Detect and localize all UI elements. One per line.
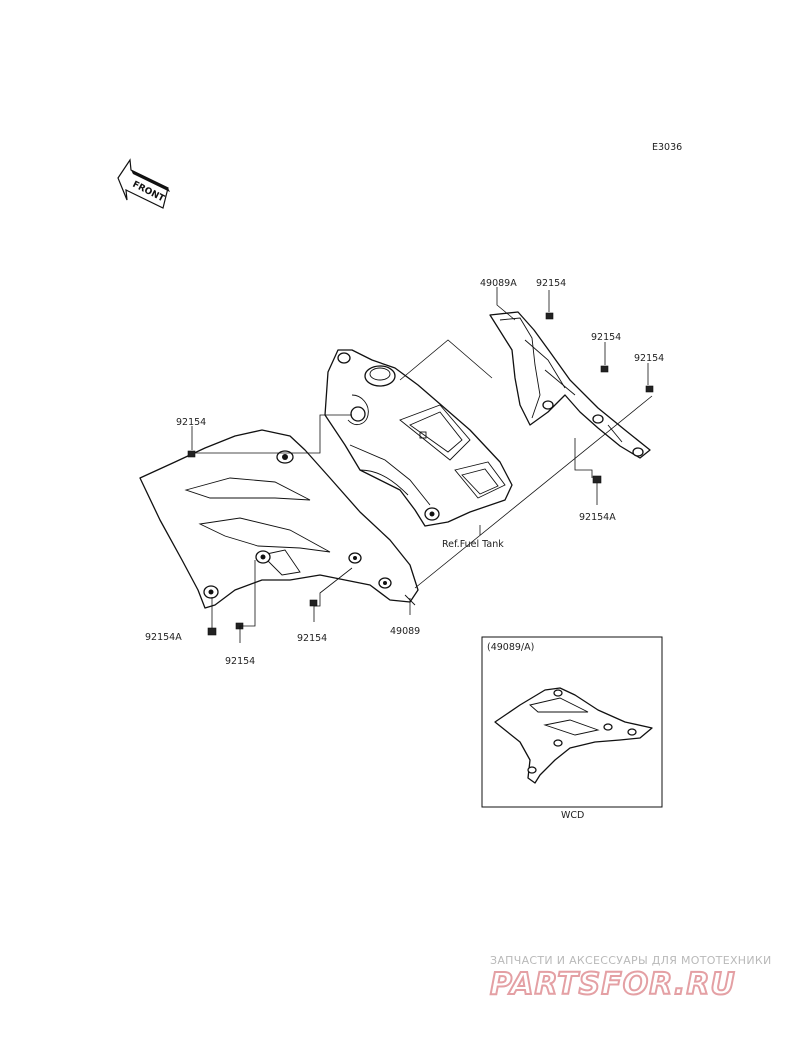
front-arrow-icon: FRONT xyxy=(117,158,170,209)
label-92154-right-mid: 92154 xyxy=(591,332,621,343)
label-92154-bottom-left: 92154 xyxy=(225,656,255,667)
diagram-code: E3036 xyxy=(652,142,682,153)
label-49089A: 49089A xyxy=(480,278,517,289)
label-92154-left: 92154 xyxy=(176,417,206,428)
bolt-92154-left xyxy=(187,450,196,458)
fuel-tank xyxy=(324,349,513,527)
inset-shroud xyxy=(494,687,653,784)
label-ref-fuel-tank: Ref.Fuel Tank xyxy=(442,539,504,550)
label-92154A-left: 92154A xyxy=(145,632,182,643)
bolt-92154-right xyxy=(645,385,654,393)
label-49089: 49089 xyxy=(390,626,420,637)
watermark: ЗАПЧАСТИ И АКСЕССУАРЫ ДЛЯ МОТОТЕХНИКИ PA… xyxy=(489,954,772,1003)
watermark-logo: PARTSFOR.RU xyxy=(490,967,736,1002)
bolt-92154-right-mid xyxy=(600,365,609,373)
bolt-92154-top xyxy=(545,312,554,320)
inset-title: (49089/A) xyxy=(487,642,534,653)
bolt-92154-bottom xyxy=(309,599,318,607)
label-92154-bottom: 92154 xyxy=(297,633,327,644)
label-92154-right: 92154 xyxy=(634,353,664,364)
bracket-49089A xyxy=(489,311,651,459)
shroud-49089 xyxy=(139,429,419,609)
bolt-92154A-right xyxy=(592,475,602,484)
inset-box: (49089/A) WCD xyxy=(481,636,663,821)
leader-lines xyxy=(191,287,653,643)
bolt-92154A-left xyxy=(207,627,217,636)
label-92154-top: 92154 xyxy=(536,278,566,289)
watermark-tagline: ЗАПЧАСТИ И АКСЕССУАРЫ ДЛЯ МОТОТЕХНИКИ xyxy=(490,954,772,967)
inset-caption: WCD xyxy=(561,810,584,821)
label-92154A-right: 92154A xyxy=(579,512,616,523)
